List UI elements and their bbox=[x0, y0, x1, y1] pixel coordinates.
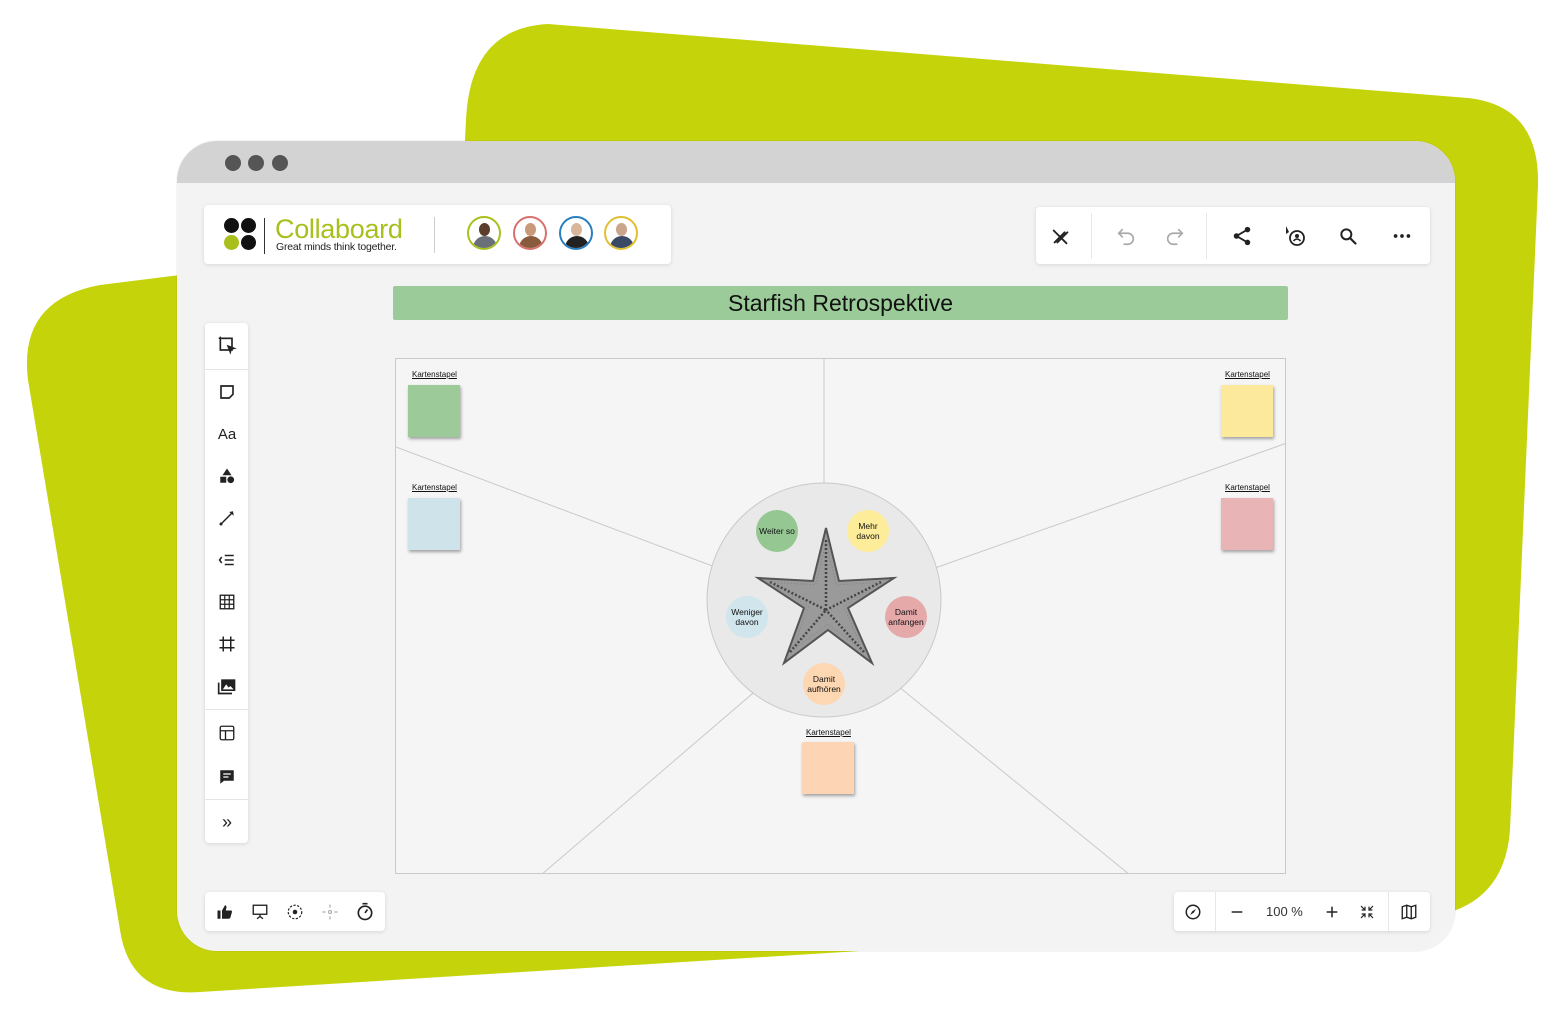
search-icon[interactable] bbox=[1335, 223, 1361, 249]
divider bbox=[205, 369, 248, 370]
starfish-board[interactable]: Kartenstapel Kartenstapel Kartenstapel K… bbox=[395, 358, 1286, 874]
fit-icon[interactable] bbox=[1356, 901, 1378, 923]
card-stack-blue[interactable] bbox=[408, 498, 460, 550]
connector-icon[interactable] bbox=[214, 505, 240, 531]
category-damit-anfangen[interactable]: Damit anfangen bbox=[885, 596, 927, 638]
table-icon[interactable] bbox=[214, 589, 240, 615]
divider bbox=[205, 799, 248, 800]
text-icon[interactable]: Aa bbox=[217, 425, 237, 443]
list-icon[interactable] bbox=[214, 547, 240, 573]
brand-name: Collaboard bbox=[275, 214, 403, 244]
divider bbox=[1206, 213, 1207, 259]
logo-divider bbox=[264, 218, 265, 254]
shapes-icon[interactable] bbox=[214, 463, 240, 489]
bottom-right-toolbar: 100 % bbox=[1174, 892, 1430, 931]
zoom-in-icon[interactable] bbox=[1321, 901, 1343, 923]
redo-icon[interactable] bbox=[1162, 223, 1188, 249]
card-stack-red[interactable] bbox=[1221, 498, 1273, 550]
stack-label: Kartenstapel bbox=[806, 728, 851, 737]
focus-icon[interactable] bbox=[284, 901, 306, 923]
window-dot[interactable] bbox=[225, 155, 241, 171]
user-avatar[interactable] bbox=[559, 216, 593, 250]
stack-label: Kartenstapel bbox=[412, 370, 457, 379]
select-frame-icon[interactable] bbox=[214, 332, 240, 358]
undo-icon[interactable] bbox=[1113, 223, 1139, 249]
starfish-image bbox=[754, 527, 898, 667]
zoom-out-icon[interactable] bbox=[1226, 901, 1248, 923]
app-window: Collaboard Great minds think together. bbox=[177, 141, 1455, 951]
left-toolbar: Aa » bbox=[205, 323, 248, 843]
expand-icon[interactable]: » bbox=[221, 811, 232, 832]
navigator-icon[interactable] bbox=[1182, 901, 1204, 923]
divider bbox=[1091, 213, 1092, 259]
follow-user-icon[interactable] bbox=[1282, 223, 1308, 249]
pen-off-icon[interactable] bbox=[1048, 223, 1074, 249]
attention-icon[interactable] bbox=[319, 901, 341, 923]
brand-panel: Collaboard Great minds think together. bbox=[204, 205, 671, 264]
template-icon[interactable] bbox=[214, 720, 240, 746]
category-weniger-davon[interactable]: Weniger davon bbox=[726, 596, 768, 638]
stack-label: Kartenstapel bbox=[1225, 483, 1270, 492]
divider bbox=[434, 217, 435, 253]
category-damit-aufhoeren[interactable]: Damit aufhören bbox=[803, 663, 845, 705]
comment-icon[interactable] bbox=[214, 764, 240, 790]
logo-icon bbox=[224, 218, 258, 252]
user-avatar[interactable] bbox=[604, 216, 638, 250]
divider bbox=[205, 709, 248, 710]
card-stack-orange[interactable] bbox=[802, 742, 854, 794]
category-mehr-davon[interactable]: Mehr davon bbox=[847, 510, 889, 552]
more-icon[interactable] bbox=[1389, 223, 1415, 249]
brand-tagline: Great minds think together. bbox=[276, 241, 397, 253]
frame-icon[interactable] bbox=[214, 631, 240, 657]
stack-label: Kartenstapel bbox=[412, 483, 457, 492]
divider bbox=[1215, 892, 1216, 931]
window-dot[interactable] bbox=[272, 155, 288, 171]
divider bbox=[1388, 892, 1389, 931]
card-stack-green[interactable] bbox=[408, 385, 460, 437]
category-weiter-so[interactable]: Weiter so bbox=[756, 510, 798, 552]
image-icon[interactable] bbox=[214, 673, 240, 699]
board-lines bbox=[396, 359, 1285, 873]
bottom-left-toolbar bbox=[205, 892, 385, 931]
sticky-note-icon[interactable] bbox=[214, 379, 240, 405]
window-titlebar bbox=[177, 141, 1455, 183]
timer-icon[interactable] bbox=[354, 901, 376, 923]
board-title[interactable]: Starfish Retrospektive bbox=[393, 286, 1288, 320]
stack-label: Kartenstapel bbox=[1225, 370, 1270, 379]
user-avatar[interactable] bbox=[467, 216, 501, 250]
map-icon[interactable] bbox=[1398, 901, 1420, 923]
presentation-icon[interactable] bbox=[249, 901, 271, 923]
zoom-level[interactable]: 100 % bbox=[1266, 904, 1303, 919]
user-avatar[interactable] bbox=[513, 216, 547, 250]
window-dot[interactable] bbox=[248, 155, 264, 171]
share-icon[interactable] bbox=[1229, 223, 1255, 249]
card-stack-yellow[interactable] bbox=[1221, 385, 1273, 437]
top-toolbar bbox=[1036, 207, 1430, 264]
vote-icon[interactable] bbox=[214, 901, 236, 923]
